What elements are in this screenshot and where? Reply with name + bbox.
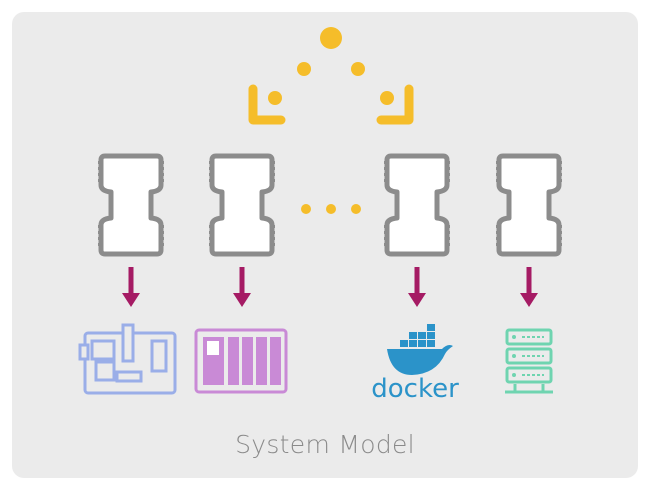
- circuit-board-icon: [78, 323, 177, 395]
- docker-label: docker: [371, 374, 459, 404]
- nas-storage-icon: [194, 328, 288, 394]
- compute-node-icon: [496, 156, 562, 254]
- compute-node-icon: [209, 156, 275, 254]
- arrow-down-icon: [520, 267, 538, 307]
- compute-node-icon: [98, 156, 164, 254]
- server-rack-icon: [505, 328, 553, 394]
- compute-node-icon: [384, 156, 450, 254]
- docker-logo-icon: docker: [371, 324, 459, 404]
- arrow-down-icon: [233, 267, 251, 307]
- yellow-dot-cluster-icon: [248, 27, 414, 125]
- arrow-down-icon: [122, 267, 140, 307]
- arrow-down-icon: [408, 267, 426, 307]
- ellipsis-dots: [301, 204, 361, 214]
- diagram-caption: System Model: [235, 430, 415, 459]
